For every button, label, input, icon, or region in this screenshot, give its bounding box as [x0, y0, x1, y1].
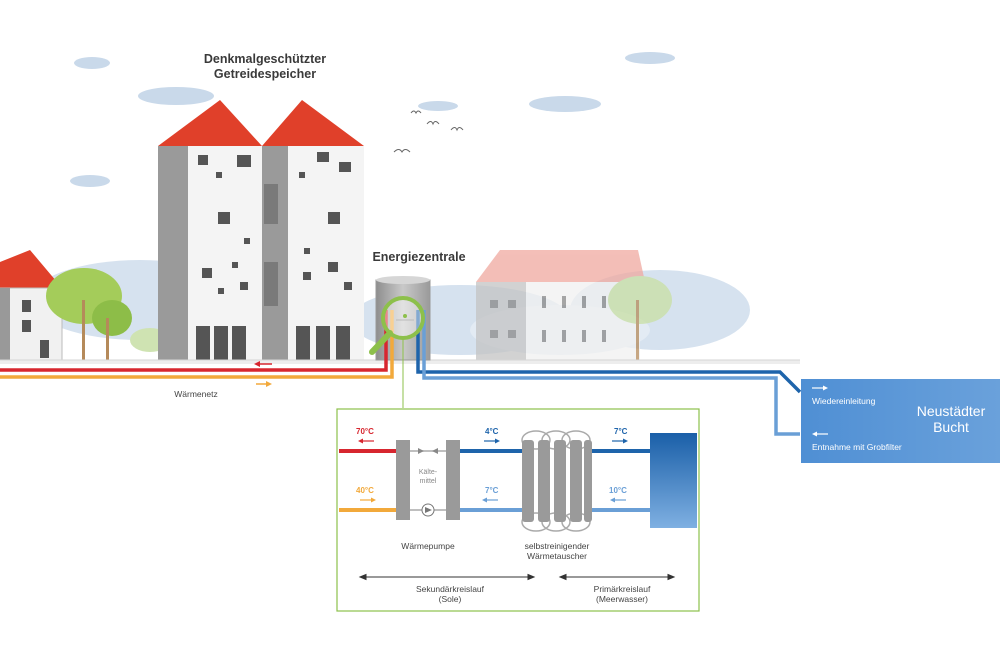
cloud [70, 175, 110, 187]
exchanger-line2: Wärmetauscher [527, 551, 587, 561]
bird [393, 149, 411, 153]
sea-upper-temp: 7°C [614, 427, 628, 436]
intake-label: Entnahme mit Grobfilter [812, 442, 902, 452]
granary-title-line1: Denkmalgeschützter [203, 52, 327, 66]
brine-upper-temp: 4°C [485, 427, 499, 436]
exchanger-label: selbstreinigender Wärmetauscher [502, 541, 612, 561]
refrigerant-label: Kälte- mittel [412, 468, 444, 486]
primary-loop-label: Primärkreislauf (Meerwasser) [572, 584, 672, 604]
sea-lower-temp: 10°C [609, 486, 627, 495]
heat-pump-label: Wärmepumpe [401, 541, 455, 551]
sea-block [650, 433, 697, 528]
detail-arrows [358, 438, 628, 503]
heat-pump [396, 440, 460, 520]
cloud [74, 57, 110, 69]
granary-title: Denkmalgeschützter Getreidespeicher [185, 52, 345, 82]
right-house [476, 250, 672, 360]
energy-center-label: Energiezentrale [372, 250, 466, 264]
ground [0, 360, 800, 364]
bird [450, 127, 464, 132]
bay-arrows [812, 385, 828, 437]
cloud [625, 52, 675, 64]
birds [393, 110, 464, 153]
refrigerant-line2: mittel [419, 478, 437, 485]
seawater-pipes [416, 310, 802, 436]
primary-loop-line2: (Meerwasser) [596, 594, 648, 604]
clouds [70, 52, 675, 187]
cloud [529, 96, 601, 112]
reinjection-pipe [416, 310, 802, 394]
refrigerant-line1: Kälte- [418, 469, 438, 476]
detail-pipes [339, 449, 652, 512]
bay-name-line1: Neustädter [916, 403, 986, 419]
loop-arrows [358, 573, 676, 581]
reinjection-label: Wiedereinleitung [812, 396, 876, 406]
brine-lower-temp: 7°C [485, 486, 499, 495]
bird [426, 121, 440, 126]
bay-water [801, 379, 1000, 463]
secondary-loop-line1: Sekundärkreislauf [415, 584, 485, 594]
exchanger-line1: selbstreinigender [524, 541, 590, 551]
bay-name: Neustädter Bucht [901, 403, 1000, 435]
return-temp: 40°C [356, 486, 374, 495]
district-heating-label: Wärmenetz [174, 389, 218, 399]
secondary-loop-label: Sekundärkreislauf (Sole) [400, 584, 500, 604]
cloud [138, 87, 214, 105]
granary-building [158, 100, 364, 360]
heat-exchanger [521, 430, 592, 532]
secondary-loop-line2: (Sole) [438, 594, 462, 604]
primary-loop-line1: Primärkreislauf [593, 584, 651, 594]
bay-name-line2: Bucht [933, 419, 969, 435]
bird [410, 110, 422, 115]
heating-flow-arrows [254, 361, 272, 387]
cloud [418, 101, 458, 111]
supply-temp: 70°C [356, 427, 374, 436]
granary-title-line2: Getreidespeicher [213, 67, 317, 81]
intake-pipe [422, 310, 800, 436]
